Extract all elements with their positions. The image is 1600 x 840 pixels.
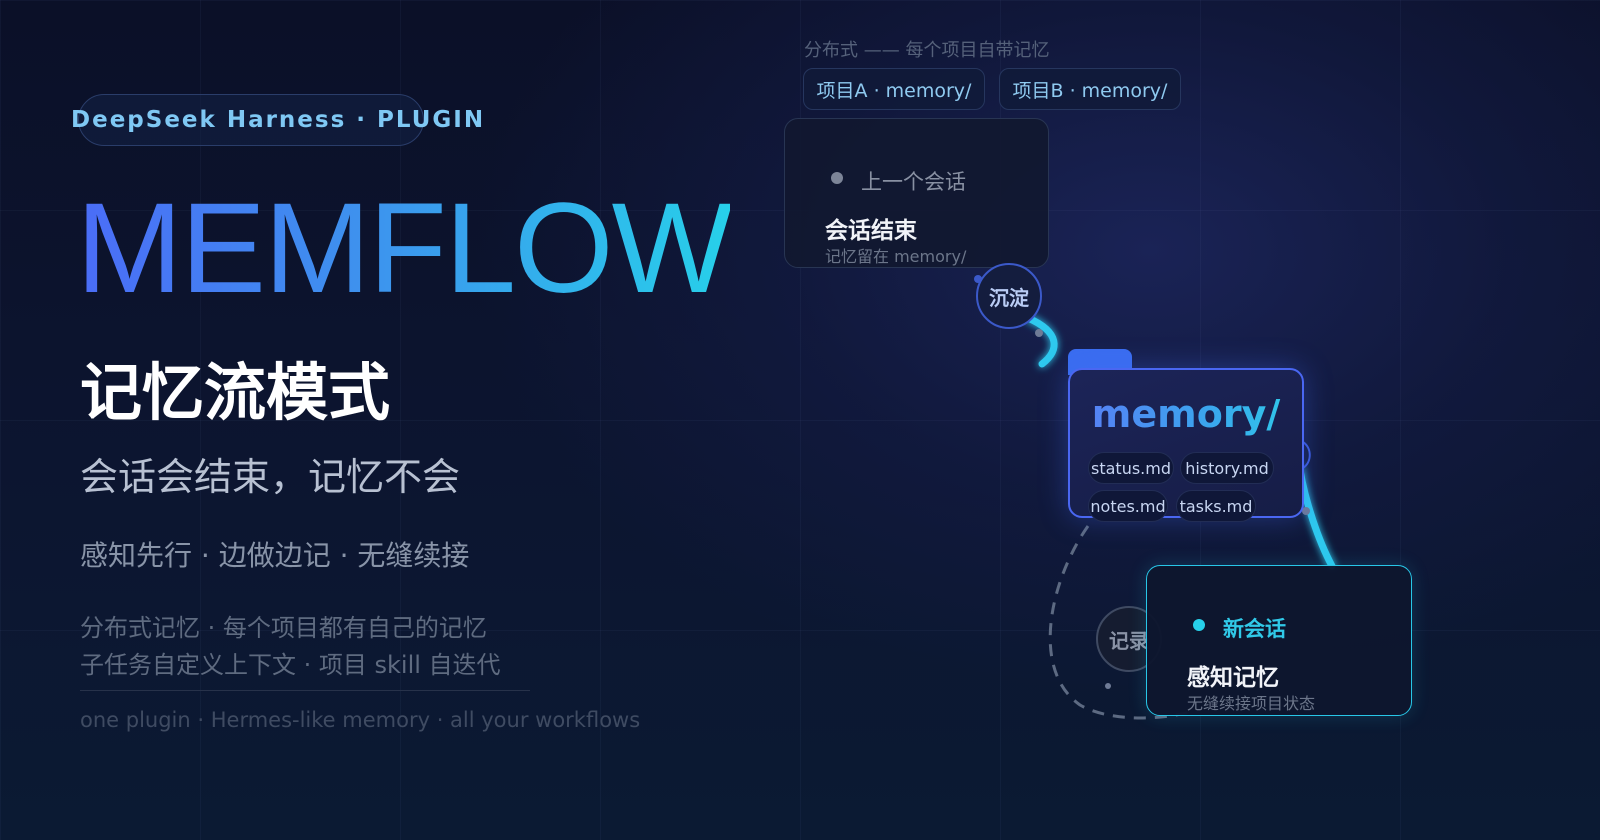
memory-folder-title: memory/ xyxy=(1070,392,1302,436)
product-title: MEMFLOW xyxy=(76,177,732,320)
plugin-label: DeepSeek Harness · PLUGIN xyxy=(71,107,486,133)
connector-dot xyxy=(1105,683,1111,689)
new-session-card: 新会话 感知记忆 无缝续接项目状态 xyxy=(1146,565,1412,716)
status-dot-icon xyxy=(1193,619,1205,631)
status-dot-icon xyxy=(831,172,843,184)
footer-text: one plugin · Hermes-like memory · all yo… xyxy=(80,708,641,732)
new-session-subtitle: 无缝续接项目状态 xyxy=(1187,694,1316,713)
description-line: 子任务自定义上下文 · 项目 skill 自迭代 xyxy=(80,651,501,679)
product-subtitle: 记忆流模式 xyxy=(80,356,391,429)
project-chip-a: 项目A · memory/ xyxy=(803,68,985,110)
memory-folder-card: memory/ status.md history.md notes.md ta… xyxy=(1068,368,1304,522)
feature-list: 感知先行 · 边做边记 · 无缝续接 xyxy=(80,539,470,572)
connector-dot xyxy=(1035,329,1043,337)
project-chip-b: 项目B · memory/ xyxy=(999,68,1181,110)
divider xyxy=(80,690,530,691)
previous-session-title: 会话结束 xyxy=(825,218,917,244)
previous-session-card: 上一个会话 会话结束 记忆留在 memory/ xyxy=(784,118,1049,268)
previous-session-label: 上一个会话 xyxy=(861,170,966,194)
distributed-label: 分布式 —— 每个项目自带记忆 xyxy=(804,40,1050,61)
settle-connector xyxy=(1024,314,1058,368)
previous-session-subtitle: 记忆留在 memory/ xyxy=(825,247,967,266)
file-chip-notes: notes.md xyxy=(1088,490,1168,522)
file-chip-tasks: tasks.md xyxy=(1176,490,1256,522)
new-session-label: 新会话 xyxy=(1223,617,1286,641)
file-chip-history: history.md xyxy=(1180,452,1274,484)
settle-badge: 沉淀 xyxy=(976,263,1042,329)
new-session-title: 感知记忆 xyxy=(1187,665,1279,691)
connector-dot xyxy=(1302,507,1310,515)
file-chip-status: status.md xyxy=(1088,452,1174,484)
tagline: 会话会结束，记忆不会 xyxy=(80,455,461,499)
plugin-badge: DeepSeek Harness · PLUGIN xyxy=(71,94,483,146)
perceive-connector xyxy=(1296,466,1336,570)
description-line: 分布式记忆 · 每个项目都有自己的记忆 xyxy=(80,614,487,642)
memory-side-arc xyxy=(1302,441,1311,469)
